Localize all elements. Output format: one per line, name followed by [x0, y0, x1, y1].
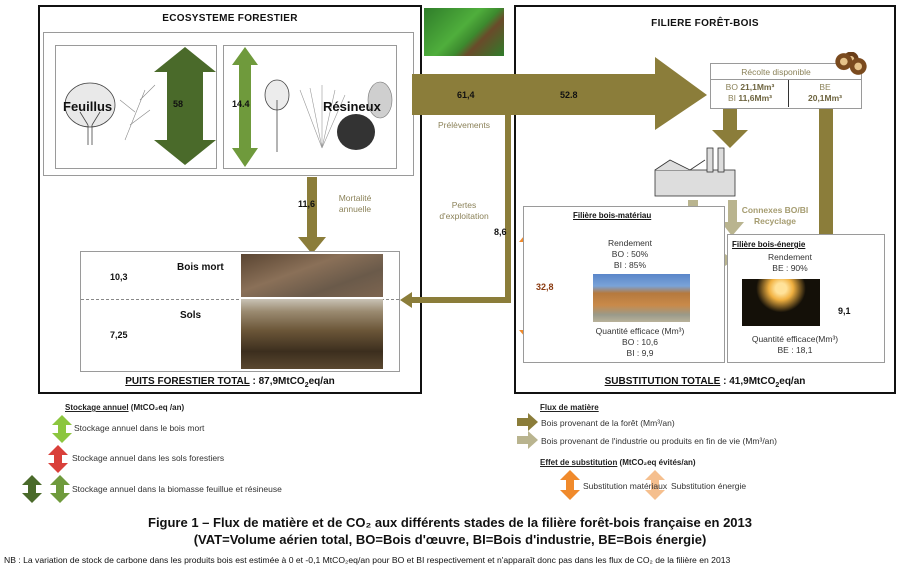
flow-value-61: 61,4: [457, 90, 475, 100]
materiau-bo: BO : 50%: [611, 249, 649, 259]
connexes-flow: [728, 200, 737, 222]
legend-industry-flow-icon: [517, 431, 538, 449]
fire-pellets-photo: [742, 279, 820, 326]
legend-bois-mort-icon: [52, 415, 72, 443]
legend-subst-energie-text: Substitution énergie: [671, 481, 747, 491]
substitution-total: SUBSTITUTION TOTALE : 41,9MtCO2eq/an: [604, 376, 806, 389]
divider-dashed: [81, 299, 399, 300]
energie-be: BE : 90%: [772, 263, 808, 273]
harvest-photo: [424, 8, 504, 56]
wooden-house-photo: [593, 274, 690, 322]
mortality-flow: [307, 177, 317, 237]
connexes-arrowhead: [721, 222, 744, 236]
resineux-frame: [223, 45, 397, 169]
legend-subst-title: Effet de substitution (MtCO₂eq évités/an…: [540, 458, 696, 467]
bois-mort-value: 10,3: [110, 272, 128, 282]
recolte-title: Récolte disponible: [741, 67, 811, 77]
energie-rendement: Rendement: [768, 252, 812, 262]
feuillus-value: 58: [173, 99, 184, 109]
bo-bi-arrowhead: [712, 130, 748, 148]
connexes-label-1: Connexes BO/BI: [741, 205, 809, 215]
substitution-total-value: : 41,9MtCO: [720, 376, 776, 387]
sols-value: 7,25: [110, 330, 128, 340]
materiau-qty-bo: BO : 10,6: [622, 337, 658, 347]
figure-caption-line-2: (VAT=Volume aérien total, BO=Bois d'œuvr…: [193, 532, 707, 547]
figure-caption-line-1: Figure 1 – Flux de matière et de CO₂ aux…: [148, 515, 752, 530]
connexes-label-2: Recyclage: [753, 216, 797, 226]
legend-forest-flow-text: Bois provenant de la forêt (Mm³/an): [541, 418, 675, 428]
deciduous-tree-icon: [64, 82, 116, 145]
energie-title: Filière bois-énergie: [732, 240, 806, 249]
legend-subst-materiau-text: Substitution matériaux: [583, 481, 668, 491]
soil-photo: [241, 299, 383, 369]
puits-total: PUITS FORESTIER TOTAL : 87,9MtCO2eq/an: [125, 376, 335, 389]
materiau-rendement: Rendement: [608, 238, 652, 248]
materiau-value: 32,8: [536, 282, 554, 292]
legend-resineux-icon: [50, 475, 70, 503]
pertes-label-2: d'exploitation: [439, 211, 489, 221]
pertes-flow: [412, 115, 511, 303]
ecosysteme-title: ECOSYSTEME FORESTIER: [162, 13, 298, 24]
mortality-label-1: Mortalité: [338, 193, 372, 203]
legend-sols-text: Stockage annuel dans les sols forestiers: [72, 453, 225, 463]
forest-harvest-arrow: [412, 57, 707, 130]
legend-flux-title: Flux de matière: [540, 403, 599, 412]
feuillus-arrow: [154, 47, 216, 165]
mortality-label-2: annuelle: [338, 204, 372, 214]
flow-value-52: 52.8: [560, 90, 578, 100]
prelevements-label: Prélèvements: [438, 120, 490, 130]
pine-branch-icon: [299, 85, 346, 149]
materiau-qty-bi: BI : 9,9: [626, 348, 654, 358]
legend-stockage-title: Stockage annuel (MtCO₂eq /an): [65, 403, 185, 412]
materiau-title: Filière bois-matériau: [573, 211, 652, 220]
sols-label: Sols: [180, 310, 202, 321]
energie-qty-title: Quantité efficace(Mm³): [751, 334, 839, 344]
materiau-bi: BI : 85%: [613, 260, 647, 270]
legend-industry-flow-text: Bois provenant de l'industrie ou produit…: [541, 436, 777, 446]
mortality-arrowhead: [298, 237, 326, 254]
filiere-title: FILIERE FORÊT-BOIS: [651, 18, 759, 29]
recolte-bi: BI 11,6Mm³: [728, 93, 772, 103]
bois-mort-label: Bois mort: [177, 262, 224, 273]
materiau-qty-title: Quantité efficace (Mm³): [595, 326, 685, 336]
conifer-tree-icon: [264, 79, 290, 152]
recolte-bo: BO 21,1Mm³: [725, 82, 775, 92]
legend-forest-flow-icon: [517, 413, 538, 431]
oak-leaf-icon: [119, 84, 156, 141]
bo-bi-flow: [723, 108, 737, 130]
recolte-divider-h: [711, 79, 861, 80]
figure-note: NB : La variation de stock de carbone da…: [4, 555, 731, 565]
pine-cone-icon: [337, 81, 393, 150]
legend-subst-energie-icon: [645, 470, 665, 500]
substitution-total-label: SUBSTITUTION TOTALE: [604, 376, 721, 387]
legend-bois-mort-text: Stockage annuel dans le bois mort: [74, 423, 205, 433]
resineux-label: Résineux: [323, 99, 381, 114]
recolte-divider-v: [788, 80, 789, 107]
resineux-value: 14.4: [232, 99, 250, 109]
energie-value: 9,1: [838, 306, 851, 316]
pertes-label-1: Pertes: [451, 200, 477, 210]
pertes-value: 8,6: [494, 227, 507, 237]
mortality-value: 11,6: [298, 199, 316, 209]
energie-qty-be: BE : 18,1: [777, 345, 813, 355]
puits-total-label: PUITS FORESTIER TOTAL: [125, 376, 250, 387]
factory-icon: [654, 147, 736, 197]
legend-feuillus-icon: [22, 475, 42, 503]
pertes-arrowhead: [400, 292, 412, 308]
resineux-arrow: [232, 47, 258, 167]
wood-logs-icon: [833, 52, 869, 76]
legend-biomasse-text: Stockage annuel dans la biomasse feuillu…: [72, 484, 282, 494]
legend-sols-icon: [48, 445, 68, 473]
puits-total-value: : 87,9MtCO: [249, 376, 305, 387]
deadwood-photo: [241, 254, 383, 297]
feuillus-label: Feuillus: [63, 99, 113, 114]
legend-subst-materiau-icon: [560, 470, 580, 500]
